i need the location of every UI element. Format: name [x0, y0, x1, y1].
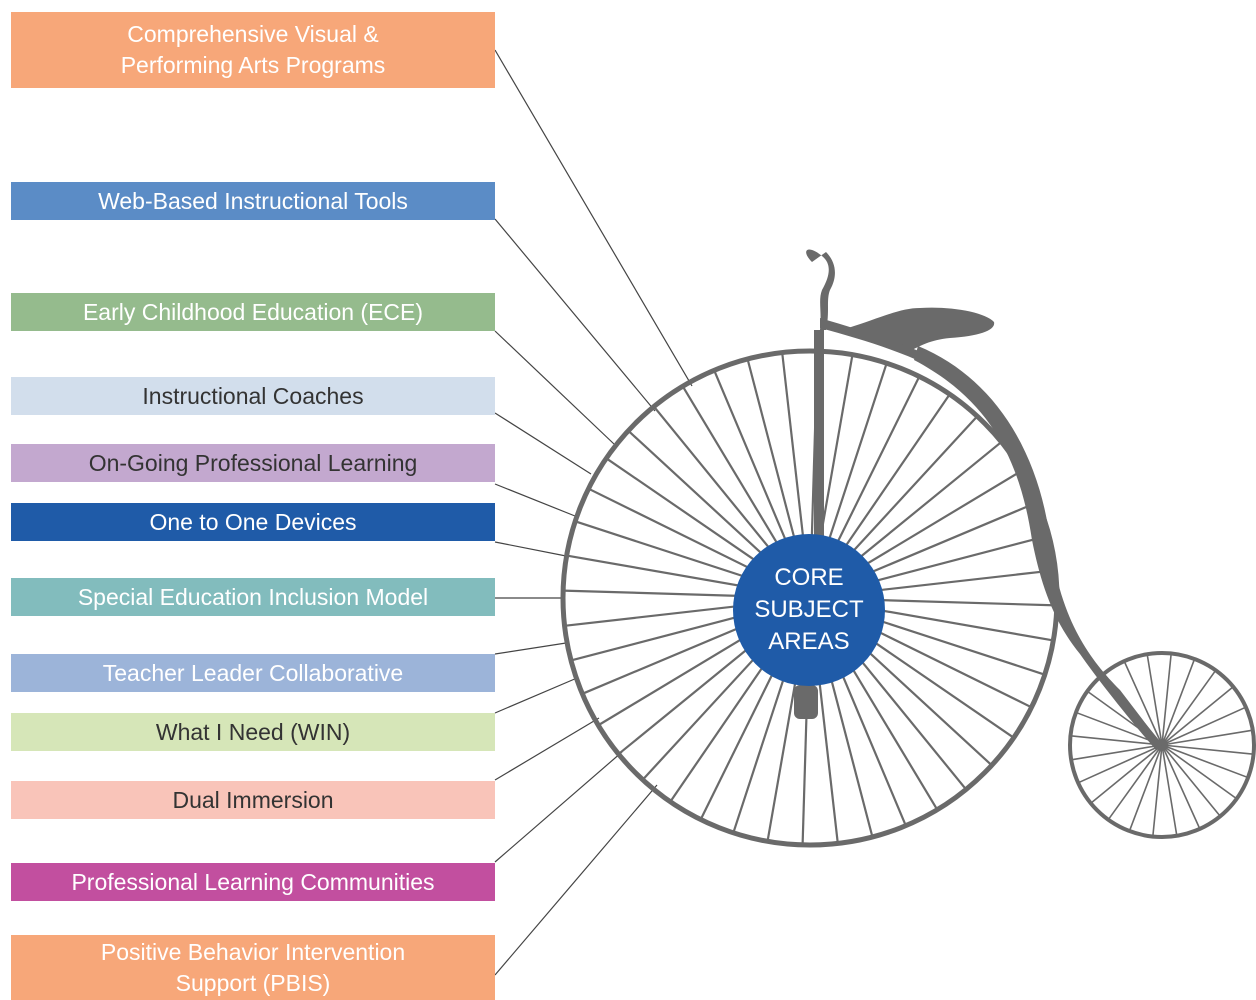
- label-instructional-coaches: Instructional Coaches: [11, 377, 495, 415]
- wheel-spoke: [1161, 744, 1238, 800]
- connector-line: [494, 717, 600, 781]
- label-one-to-one: One to One Devices: [11, 503, 495, 541]
- wheel-spoke: [1123, 660, 1163, 746]
- label-text: Instructional Coaches: [142, 382, 364, 409]
- wheel-spoke: [1152, 744, 1163, 837]
- wheel-spoke: [1107, 744, 1163, 821]
- wheel-spoke: [1070, 735, 1163, 746]
- label-teacher-leader: Teacher Leader Collaborative: [11, 654, 495, 692]
- label-text: Web-Based Instructional Tools: [98, 187, 408, 214]
- wheel-spoke: [1161, 744, 1201, 830]
- label-text: Comprehensive Visual & Performing Arts P…: [120, 21, 386, 78]
- label-text: Special Education Inclusion Model: [77, 583, 429, 610]
- connector-line: [494, 642, 567, 655]
- wheel-spoke: [1161, 686, 1234, 746]
- wheel-rim: [1068, 651, 1256, 839]
- connector-line: [494, 483, 576, 517]
- connector-lines: [494, 49, 693, 976]
- wheel-spoke: [1161, 744, 1254, 755]
- small-wheel: [1068, 651, 1256, 839]
- pedal: [794, 685, 818, 719]
- label-ongoing-learning: On-Going Professional Learning: [11, 444, 495, 482]
- wheel-spoke: [1161, 653, 1172, 746]
- label-pbis: Positive Behavior Intervention Support (…: [11, 935, 495, 1000]
- wheel-spoke: [1146, 654, 1163, 746]
- connector-line: [494, 784, 658, 976]
- wheel-spoke: [1161, 669, 1217, 746]
- wheel-spoke: [1161, 744, 1249, 779]
- wheel-spoke: [1090, 744, 1163, 804]
- bicycle-frame: [794, 249, 1162, 750]
- label-text: On-Going Professional Learning: [88, 449, 418, 476]
- connector-line: [494, 541, 567, 557]
- label-text: Professional Learning Communities: [71, 868, 435, 895]
- label-web-tools: Web-Based Instructional Tools: [11, 182, 495, 220]
- wheel-spoke: [1071, 744, 1163, 761]
- label-text: What I Need (WIN): [155, 718, 351, 745]
- wheel-spoke: [1161, 729, 1253, 746]
- label-text: One to One Devices: [149, 508, 357, 535]
- handlebar: [806, 249, 835, 330]
- label-arts-programs: Comprehensive Visual & Performing Arts P…: [11, 12, 495, 88]
- backbone: [914, 346, 1162, 750]
- label-early-childhood: Early Childhood Education (ECE): [11, 293, 495, 331]
- label-text: Dual Immersion: [172, 786, 334, 813]
- wheel-spoke: [1077, 744, 1163, 784]
- wheel-spoke: [1161, 744, 1178, 836]
- label-text: Teacher Leader Collaborative: [102, 659, 404, 686]
- wheel-spoke: [1128, 744, 1163, 832]
- connector-line: [494, 330, 615, 445]
- saddle: [848, 307, 995, 350]
- connector-line: [494, 218, 656, 412]
- wheel-spoke: [1161, 744, 1221, 817]
- wheel-spoke: [1161, 706, 1247, 746]
- hub-label: CORE SUBJECT AREAS: [754, 564, 864, 655]
- connector-line: [494, 412, 592, 475]
- connector-line: [494, 677, 578, 714]
- label-dual-immersion: Dual Immersion: [11, 781, 495, 819]
- connector-line: [494, 49, 693, 387]
- saddle-rail: [820, 318, 930, 364]
- core-subject-hub: CORE SUBJECT AREAS: [733, 534, 885, 686]
- fork: [814, 330, 824, 550]
- label-special-education: Special Education Inclusion Model: [11, 578, 495, 616]
- label-text: Early Childhood Education (ECE): [82, 298, 424, 325]
- label-plc: Professional Learning Communities: [11, 863, 495, 901]
- wheel-spoke: [1161, 658, 1196, 746]
- label-what-i-need: What I Need (WIN): [11, 713, 495, 751]
- label-text: Positive Behavior Intervention Support (…: [100, 938, 406, 996]
- connector-line: [494, 751, 623, 863]
